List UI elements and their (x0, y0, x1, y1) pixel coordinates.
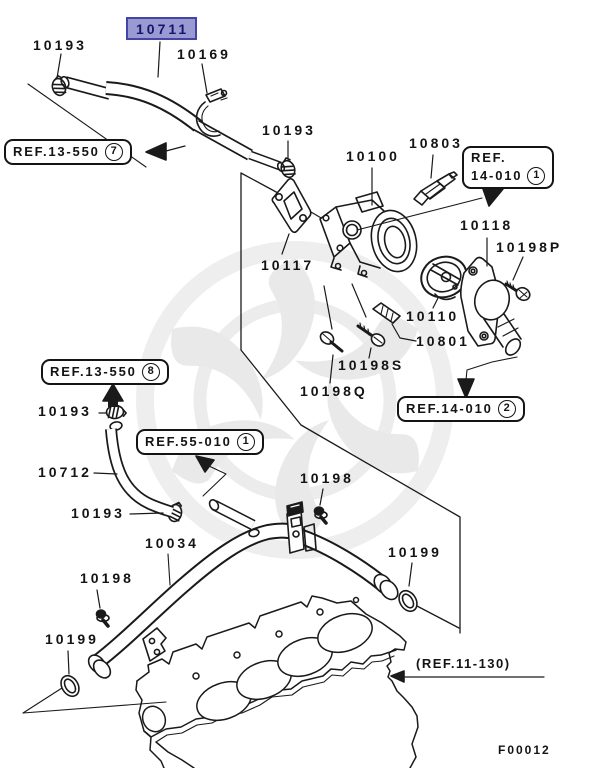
ref-label: REF.13-550 (13, 143, 100, 159)
part-label-10198Q: 10198Q (300, 383, 368, 399)
bolt-10198S-art (356, 322, 386, 359)
part-label-10801: 10801 (416, 333, 470, 349)
part-label-10117: 10117 (261, 257, 315, 273)
part-label-10712: 10712 (38, 464, 92, 480)
part-label-10193-mid: 10193 (262, 122, 316, 138)
ref-circled-number: 1 (236, 433, 255, 451)
engine-block-art (135, 595, 419, 768)
ref-box-14-010-2: REF.14-010 2 (397, 396, 525, 422)
arrow-to-ref-14-010-2 (457, 356, 518, 399)
ref-text-11-130: (REF.11-130) (416, 656, 511, 671)
water-port-hole (141, 705, 167, 733)
ref-circled-number: 1 (527, 167, 546, 186)
ref-box-14-010-1: REF. 14-010 1 (462, 146, 555, 190)
part-label-10110: 10110 (406, 308, 460, 324)
sensor-10803-art (413, 154, 458, 206)
part-label-10711-highlighted[interactable]: 10711 (126, 17, 198, 40)
fitting-10100-art (319, 167, 418, 330)
part-label-10199-right: 10199 (388, 544, 442, 560)
ref-box-55-010-1: REF.55-010 1 (136, 429, 264, 455)
arrow-to-ref-13-550-8 (102, 383, 124, 407)
part-label-10193-lower: 10193 (71, 505, 125, 521)
ref-circled-number: 8 (141, 363, 160, 381)
o-ring-10199-left-art (60, 650, 80, 698)
part-label-10198S: 10198S (338, 357, 405, 373)
part-label-10198-left: 10198 (80, 570, 134, 586)
o-ring-10199-right-art (398, 562, 418, 613)
part-label-10803: 10803 (409, 135, 463, 151)
bolt-10198Q-art (319, 331, 344, 384)
pointer-lines (22, 553, 171, 714)
ref-box-13-550-7: REF.13-550 7 (4, 139, 132, 165)
clamp-10193-top-art (51, 75, 67, 97)
part-label-10169: 10169 (177, 46, 231, 62)
stud-10801-art (372, 302, 417, 342)
clamp-10193-mid-art (280, 157, 296, 179)
figure-code: F00012 (498, 743, 551, 757)
ref-box-13-550-8: REF.13-550 8 (41, 359, 169, 385)
thermostat-10110-art (420, 255, 468, 309)
bolt-10198-left-art (95, 589, 110, 628)
hose-10712-art (93, 412, 174, 518)
ref-label-line2: 14-010 (471, 168, 523, 184)
part-label-10199-left: 10199 (45, 631, 99, 647)
water-pipe-10034-art (87, 499, 399, 679)
bolt-10198P-art (504, 256, 531, 302)
ref-label-line1: REF. (471, 150, 507, 165)
arrow-to-ref-55-010-1 (195, 455, 227, 497)
part-label-10198P: 10198P (496, 239, 563, 255)
part-label-10034: 10034 (145, 535, 199, 551)
hose-10711-art (27, 41, 289, 173)
part-label-10100: 10100 (346, 148, 400, 164)
arrow-to-ref-11-130 (390, 670, 545, 683)
ref-label: REF.13-550 (50, 363, 137, 379)
section-boundary-lines (240, 172, 461, 634)
part-label-10118: 10118 (460, 217, 514, 233)
ref-circled-number: 2 (497, 400, 516, 418)
part-label-10198-center: 10198 (300, 470, 354, 486)
part-label-10193-top: 10193 (33, 37, 87, 53)
bolt-10198-center-art (313, 488, 328, 525)
ref-label: REF.55-010 (145, 433, 232, 449)
outlet-10118-art (460, 237, 522, 356)
arrow-to-ref-13-550-7 (145, 142, 186, 161)
ref-circled-number: 7 (104, 143, 123, 161)
ref-label: REF.14-010 (406, 400, 493, 416)
bracket-10169-art (195, 88, 228, 137)
part-label-10193-left: 10193 (38, 403, 92, 419)
